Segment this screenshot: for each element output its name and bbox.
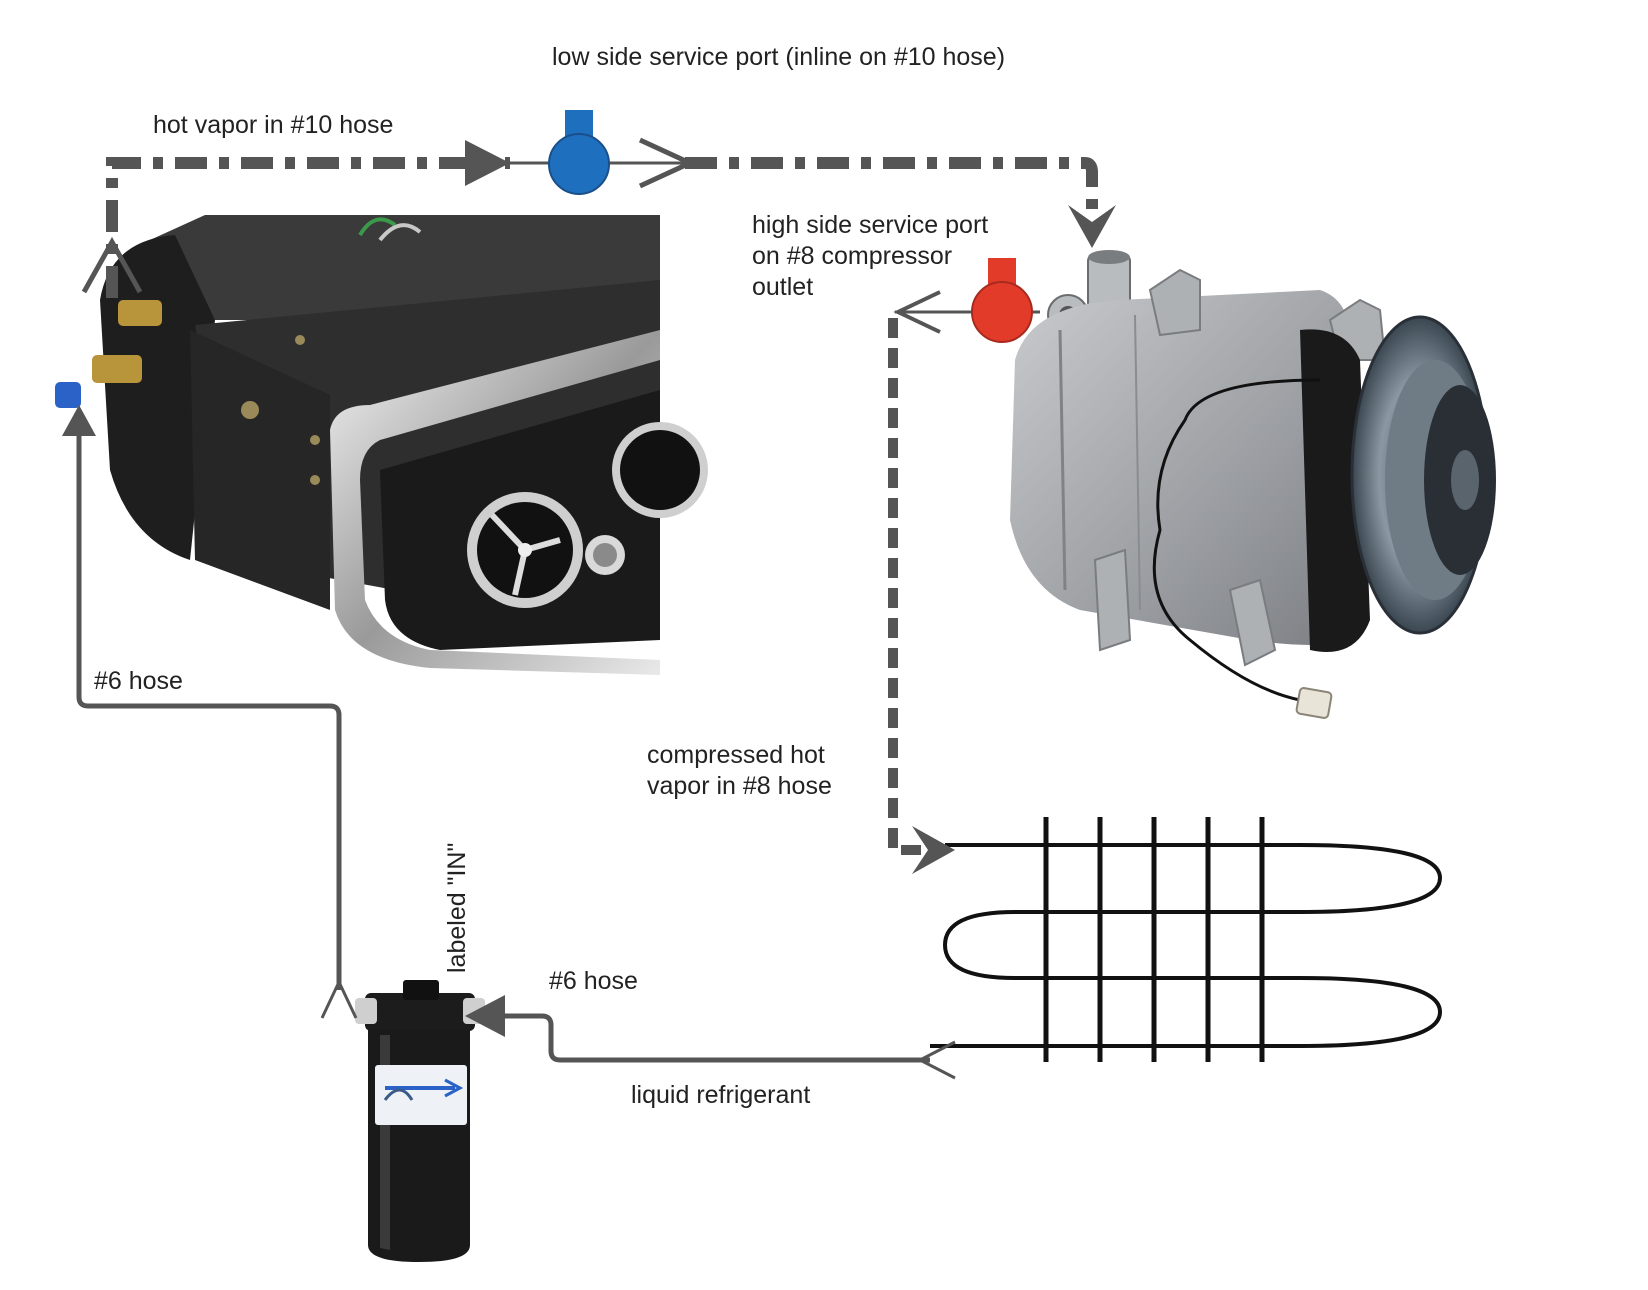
compressed-vapor-label: compressed hot vapor in #8 hose	[647, 741, 832, 800]
arrow-down-compressor-inlet	[1068, 205, 1116, 248]
arrow-left-liquid-line	[916, 1040, 956, 1080]
hose-6-liquid-line	[495, 1013, 930, 1063]
evaporator-unit-image	[55, 215, 708, 675]
condenser-coil	[930, 817, 1443, 1062]
arrow-right-hose10-a	[465, 140, 510, 186]
high-side-port-label: high side service port on #8 compressor …	[752, 211, 989, 301]
compressor-image	[1010, 250, 1496, 719]
arrow-up-evaporator-inlet	[62, 405, 96, 436]
arrow-left-compressor-outlet	[893, 290, 941, 334]
low-side-port-label: low side service port (inline on #10 hos…	[552, 43, 1006, 71]
high-side-service-port	[971, 258, 1033, 343]
low-side-service-port	[548, 110, 610, 195]
hose6-right-label: #6 hose	[549, 967, 638, 995]
labeled-in-label: labeled "IN"	[443, 842, 471, 973]
hose6-left-label: #6 hose	[94, 667, 183, 695]
hose-10-line	[106, 157, 1098, 298]
hot-vapor-label: hot vapor in #10 hose	[153, 111, 394, 139]
arrow-up-drier-outlet	[320, 978, 358, 1019]
arrow-right-condenser-inlet	[912, 826, 955, 874]
arrow-left-drier-inlet	[465, 995, 505, 1037]
hose-6-line-left	[76, 430, 342, 990]
arrow-right-hose10-b	[638, 137, 696, 189]
receiver-drier-image	[355, 980, 485, 1262]
arrow-up-evaporator-outlet	[81, 236, 143, 294]
liquid-refrigerant-label: liquid refrigerant	[631, 1081, 811, 1109]
